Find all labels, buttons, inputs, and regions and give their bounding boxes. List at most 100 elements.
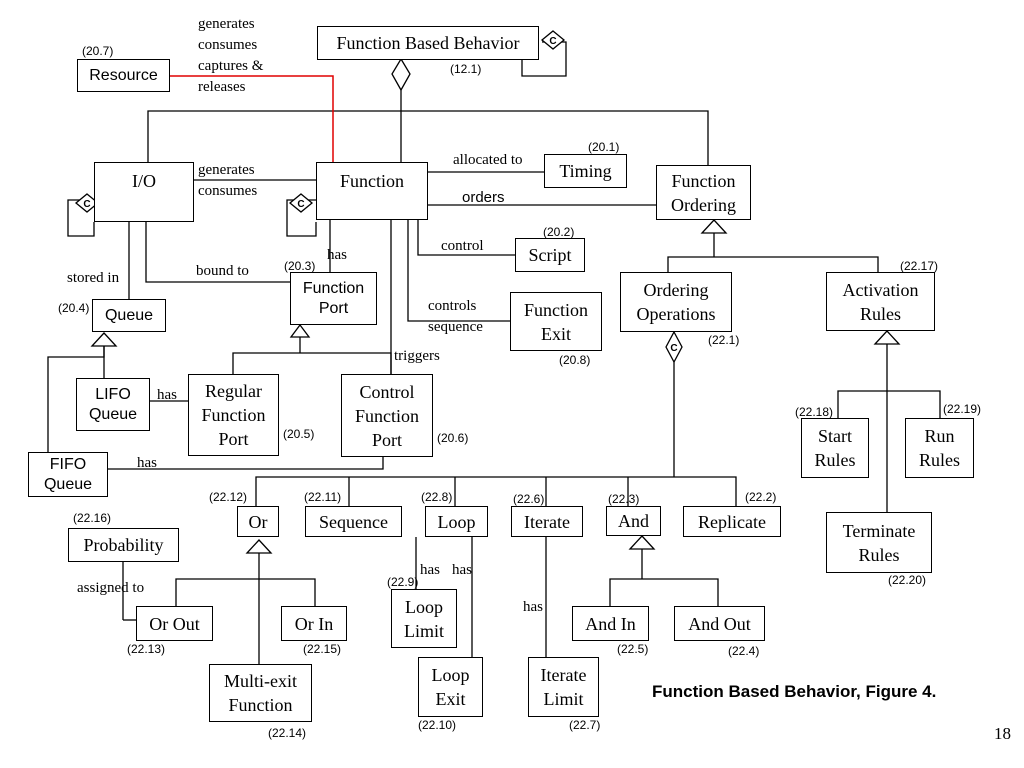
node-loop: Loop xyxy=(425,506,488,537)
label-io-function: generates consumes xyxy=(198,162,258,199)
ref-iterate: (22.6) xyxy=(513,492,545,506)
label-controls-sequence: controls sequence xyxy=(428,298,483,335)
ref-control-function-port: (20.6) xyxy=(437,431,469,445)
ref-ordering-operations: (22.1) xyxy=(708,333,740,347)
ref-queue: (20.4) xyxy=(58,301,90,315)
ref-regular-function-port: (20.5) xyxy=(283,427,315,441)
label-lifo-has: has xyxy=(157,387,177,403)
node-or: Or xyxy=(237,506,279,537)
function-exit-line xyxy=(407,220,510,322)
label-bound-to: bound to xyxy=(196,263,249,279)
ref-and: (22.3) xyxy=(608,492,640,506)
label-assigned-to: assigned to xyxy=(77,580,145,596)
node-and: And xyxy=(606,506,661,536)
activation-generalization-triangle xyxy=(873,330,901,345)
label-triggers: triggers xyxy=(394,348,440,364)
node-activation-rules: Activation Rules xyxy=(826,272,935,331)
top-aggregation-bar xyxy=(147,110,709,165)
ordering-generalization-triangle xyxy=(700,219,728,234)
function-script-line xyxy=(417,220,515,256)
ref-loop-limit: (22.9) xyxy=(387,575,419,589)
node-iterate: Iterate xyxy=(511,506,583,537)
resource-relation-line xyxy=(170,75,334,162)
fifo-control-line xyxy=(108,457,384,470)
ref-iterate-limit: (22.7) xyxy=(569,718,601,732)
figure-caption: Function Based Behavior, Figure 4. xyxy=(652,682,937,701)
port-generalization-triangle xyxy=(289,323,311,338)
node-function-port: Function Port xyxy=(290,272,377,325)
svg-text:C: C xyxy=(670,343,677,354)
label-loop-has-limit: has xyxy=(420,562,440,578)
ref-and-out: (22.4) xyxy=(728,644,760,658)
io-port-line xyxy=(145,222,290,283)
ref-timing: (20.1) xyxy=(588,140,620,154)
node-or-in: Or In xyxy=(281,606,347,641)
node-loop-limit: Loop Limit xyxy=(391,589,457,648)
node-function-exit: Function Exit xyxy=(510,292,602,351)
ref-function-port: (20.3) xyxy=(284,259,316,273)
node-script: Script xyxy=(515,238,585,272)
queue-generalization-triangle xyxy=(90,332,118,347)
ref-sequence: (22.11) xyxy=(304,490,342,504)
ref-loop: (22.8) xyxy=(421,490,453,504)
label-has-port: has xyxy=(327,247,347,263)
ordering-ops-aggregation-diamond xyxy=(665,330,683,364)
ref-run-rules: (22.19) xyxy=(943,402,982,416)
fbb-aggregation-diamond xyxy=(391,57,411,92)
node-function-based-behavior: Function Based Behavior xyxy=(317,26,539,60)
label-iterate-has: has xyxy=(523,599,543,615)
ref-resource: (20.7) xyxy=(82,44,114,58)
ref-and-in: (22.5) xyxy=(617,642,649,656)
ref-multi-exit-function: (22.14) xyxy=(268,726,307,740)
ref-or-out: (22.13) xyxy=(127,642,166,656)
node-start-rules: Start Rules xyxy=(801,418,869,478)
ref-loop-exit: (22.10) xyxy=(418,718,457,732)
and-generalization-triangle xyxy=(628,535,656,550)
node-sequence: Sequence xyxy=(305,506,402,537)
node-loop-exit: Loop Exit xyxy=(418,657,483,717)
node-replicate: Replicate xyxy=(683,506,781,537)
ref-probability: (22.16) xyxy=(73,511,112,525)
node-lifo-queue: LIFO Queue xyxy=(76,378,150,431)
ref-terminate-rules: (22.20) xyxy=(888,573,927,587)
node-function: Function xyxy=(316,162,428,220)
node-function-ordering: Function Ordering xyxy=(656,165,751,220)
or-generalization-triangle xyxy=(245,539,273,554)
ref-function-exit: (20.8) xyxy=(559,353,591,367)
node-or-out: Or Out xyxy=(136,606,213,641)
label-resource-relation: generates consumes captures & releases xyxy=(198,16,264,95)
node-multi-exit-function: Multi-exit Function xyxy=(209,664,312,722)
node-resource: Resource xyxy=(77,59,170,92)
node-ordering-operations: Ordering Operations xyxy=(620,272,732,332)
label-orders: orders xyxy=(462,189,505,206)
ref-activation-rules: (22.17) xyxy=(900,259,939,273)
node-iterate-limit: Iterate Limit xyxy=(528,657,599,717)
label-control: control xyxy=(441,238,484,254)
ref-or: (22.12) xyxy=(209,490,248,504)
node-control-function-port: Control Function Port xyxy=(341,374,433,457)
ref-script: (20.2) xyxy=(543,225,575,239)
node-io: I/O xyxy=(94,162,194,222)
node-run-rules: Run Rules xyxy=(905,418,974,478)
ref-replicate: (22.2) xyxy=(745,490,777,504)
ref-start-rules: (22.18) xyxy=(795,405,834,419)
label-loop-has-exit: has xyxy=(452,562,472,578)
label-fifo-has: has xyxy=(137,455,157,471)
node-regular-function-port: Regular Function Port xyxy=(188,374,279,456)
svg-text:C: C xyxy=(297,199,304,210)
node-timing: Timing xyxy=(544,154,627,188)
svg-text:C: C xyxy=(83,199,90,210)
ref-or-in: (22.15) xyxy=(303,642,342,656)
io-self-loop xyxy=(67,199,95,237)
page-number: 18 xyxy=(994,724,1011,743)
node-fifo-queue: FIFO Queue xyxy=(28,452,108,497)
ref-function-based-behavior: (12.1) xyxy=(450,62,482,76)
svg-text:C: C xyxy=(549,36,556,47)
node-and-in: And In xyxy=(572,606,649,641)
cardinality-markers: C C C C xyxy=(74,30,678,354)
node-and-out: And Out xyxy=(674,606,765,641)
label-allocated-to: allocated to xyxy=(453,152,523,168)
label-stored-in: stored in xyxy=(67,270,120,286)
